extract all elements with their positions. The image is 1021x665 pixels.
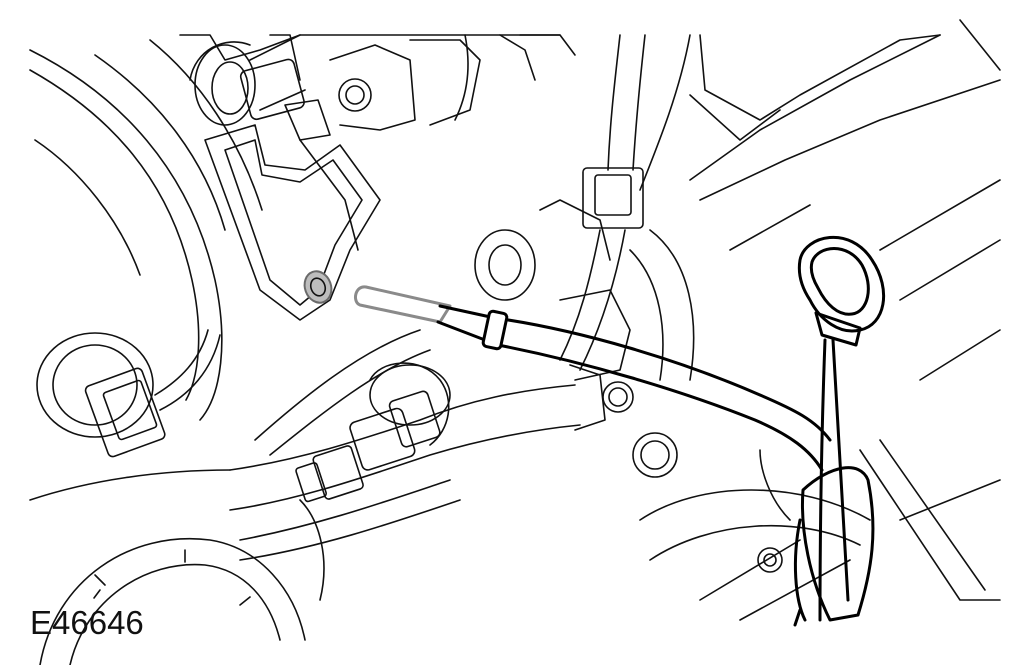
bottom-left-round-component [39,538,306,665]
left-electrical-connector [36,329,221,458]
highlighted-tube-seal [303,270,452,324]
mounting-plate [204,124,381,321]
oil-dipstick-tube [436,304,875,627]
left-body-panel [29,39,263,501]
hoses-and-pipes [229,329,581,601]
right-engine-structure [474,19,1001,621]
upper-engine-components [179,34,576,141]
oil-dipstick-handle [797,235,886,333]
upper-right-pipe-clip [559,34,691,371]
figure-id-label: E46646 [30,604,144,641]
